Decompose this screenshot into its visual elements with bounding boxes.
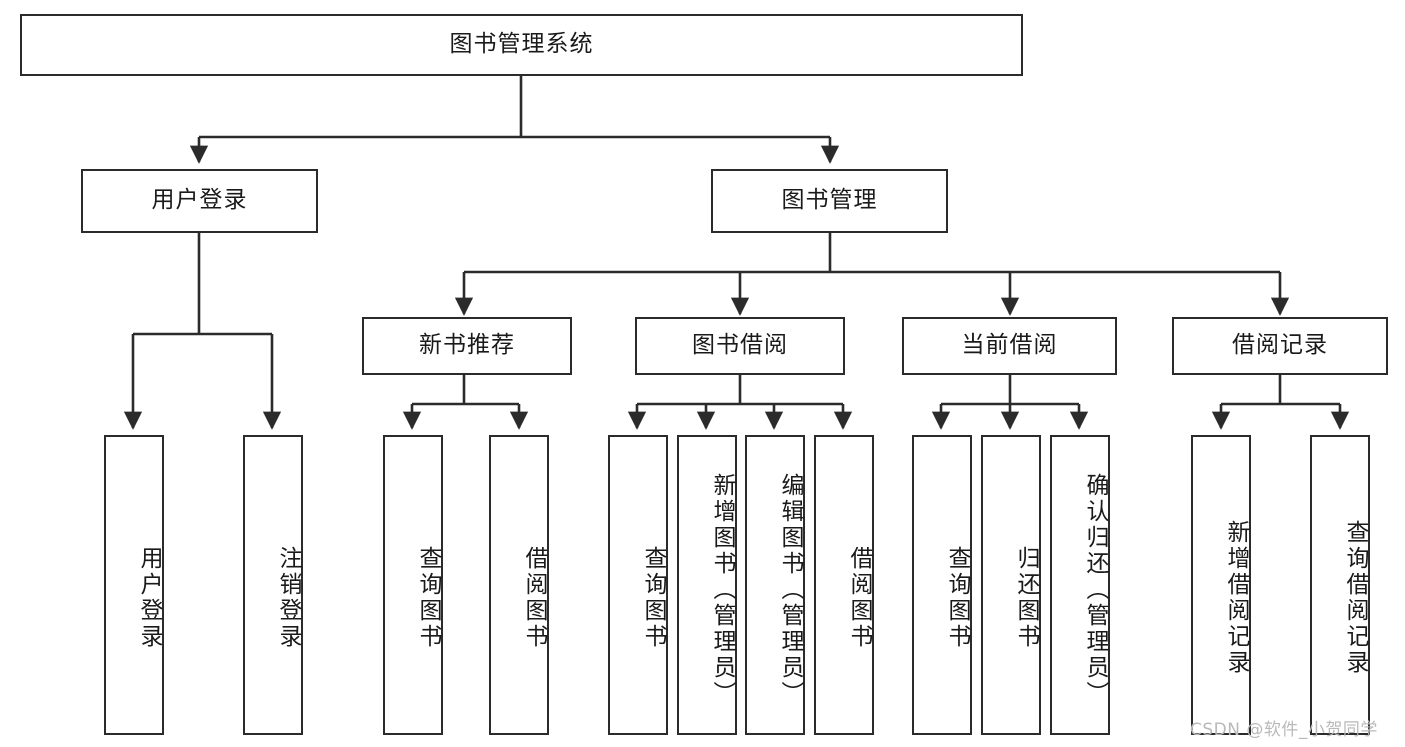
node-user-login[interactable]: 用户登录 <box>81 169 318 233</box>
node-leaf-borrow-book-recommend[interactable]: 借阅图书 <box>489 435 549 735</box>
watermark: CSDN @软件_小贺同学 <box>1190 720 1378 740</box>
node-label: 查询图书 <box>415 546 441 650</box>
node-label: 查询借阅记录 <box>1342 520 1368 676</box>
node-leaf-user-login[interactable]: 用户登录 <box>104 435 164 735</box>
node-current-borrow[interactable]: 当前借阅 <box>902 317 1117 375</box>
node-borrow-record[interactable]: 借阅记录 <box>1172 317 1388 375</box>
node-book-manage[interactable]: 图书管理 <box>711 169 948 233</box>
node-label: 图书借阅 <box>692 332 788 359</box>
node-label: 新增图书（管理员） <box>709 473 735 707</box>
node-leaf-confirm-return[interactable]: 确认归还（管理员） <box>1050 435 1110 735</box>
node-label: 归还图书 <box>1013 546 1039 650</box>
node-label: 编辑图书（管理员） <box>777 473 803 707</box>
node-label: 新增借阅记录 <box>1223 520 1249 676</box>
node-label: 查询图书 <box>944 546 970 650</box>
node-label: 新书推荐 <box>419 332 515 359</box>
node-leaf-query-book-current[interactable]: 查询图书 <box>912 435 972 735</box>
node-label: 确认归还（管理员） <box>1082 473 1108 707</box>
node-label: 图书管理系统 <box>449 31 594 58</box>
node-label: 借阅记录 <box>1232 332 1328 359</box>
node-label: 注销登录 <box>275 546 301 650</box>
node-book-borrow[interactable]: 图书借阅 <box>635 317 845 375</box>
node-leaf-add-book[interactable]: 新增图书（管理员） <box>677 435 737 735</box>
node-label: 用户登录 <box>151 187 248 214</box>
node-system-root[interactable]: 图书管理系统 <box>20 14 1023 76</box>
node-label: 借阅图书 <box>521 546 547 650</box>
node-label: 用户登录 <box>136 546 162 650</box>
node-leaf-query-book-borrow[interactable]: 查询图书 <box>608 435 668 735</box>
node-leaf-borrow-book-borrow[interactable]: 借阅图书 <box>814 435 874 735</box>
node-leaf-return-book[interactable]: 归还图书 <box>981 435 1041 735</box>
node-label: 查询图书 <box>640 546 666 650</box>
node-leaf-edit-book[interactable]: 编辑图书（管理员） <box>745 435 805 735</box>
node-label: 图书管理 <box>781 187 878 214</box>
node-leaf-query-borrow-record[interactable]: 查询借阅记录 <box>1310 435 1370 735</box>
node-label: 借阅图书 <box>846 546 872 650</box>
node-leaf-add-borrow-record[interactable]: 新增借阅记录 <box>1191 435 1251 735</box>
node-new-book-recommend[interactable]: 新书推荐 <box>362 317 572 375</box>
node-label: 当前借阅 <box>961 332 1058 359</box>
node-leaf-logout-login[interactable]: 注销登录 <box>243 435 303 735</box>
node-leaf-query-book-recommend[interactable]: 查询图书 <box>383 435 443 735</box>
